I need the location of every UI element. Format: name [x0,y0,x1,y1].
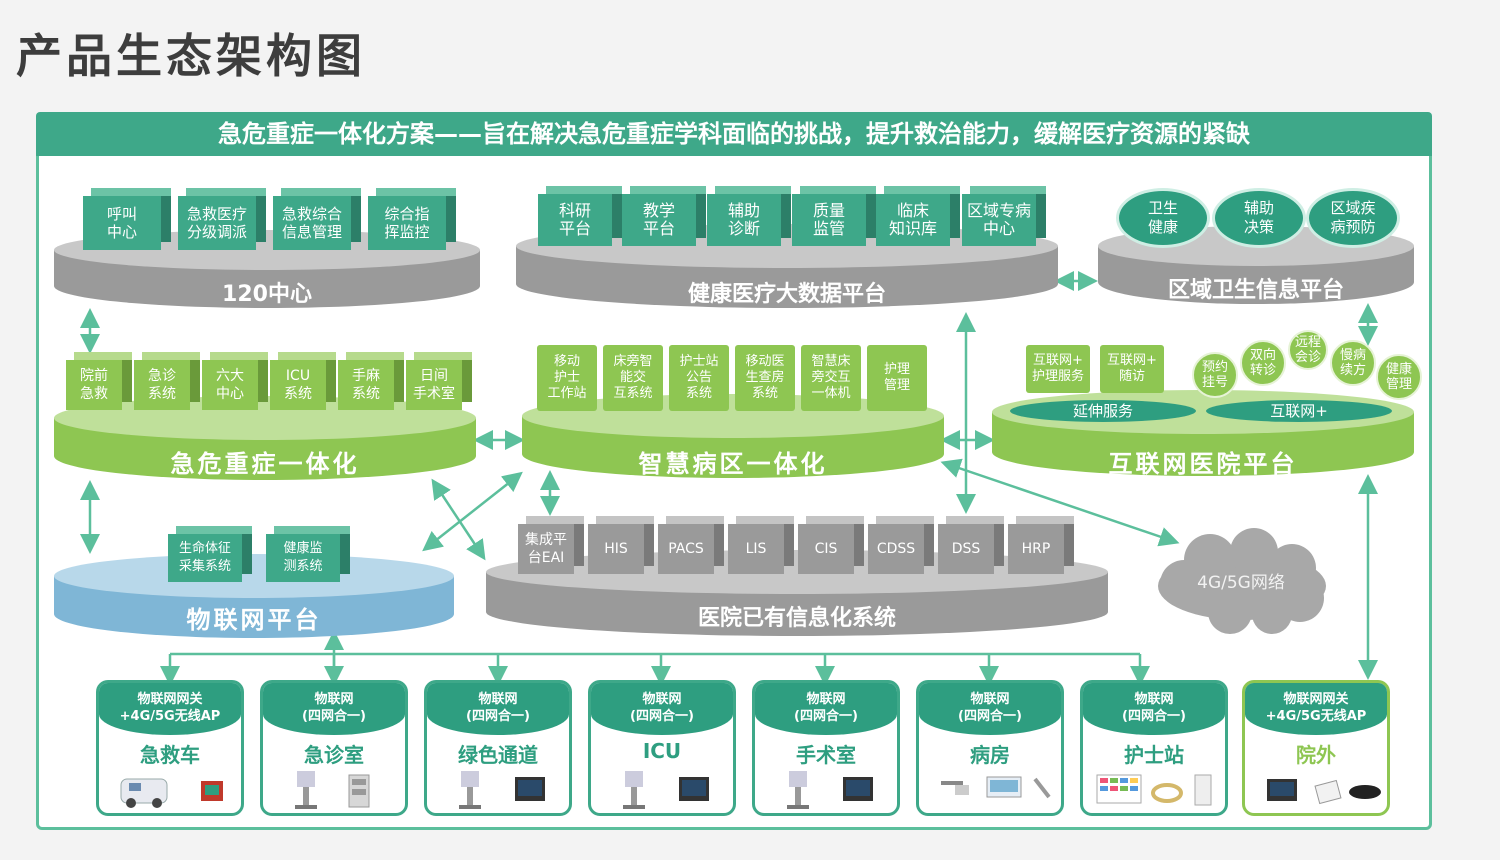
card-header: 物联网 (四网合一) [1083,683,1225,735]
regional-label: 区域卫生信息平台 [1167,278,1344,303]
anesthesia-machine-icon [787,771,873,809]
wearable-devices-icon [1267,779,1381,805]
tile-mobile-nurse: 移动 护士 工作站 [537,345,597,411]
card-surgery: 物联网 (四网合一) 手术室 [752,680,900,816]
card-green-channel: 物联网 (四网合一) 绿色通道 [424,680,572,816]
circle-health: 卫生 健康 [1116,188,1210,248]
cube-cdss: CDSS [868,516,934,574]
center120-label: 120中心 [222,282,312,307]
cube-cis: CIS [798,516,864,574]
cube-hrp: HRP [1008,516,1074,574]
circle-referral: 双向 转诊 [1240,340,1286,386]
card-name: 绿色通道 [458,743,538,767]
card-outside-hospital: 物联网网关 +4G/5G无线AP 院外 [1242,680,1390,816]
card-header: 物联网网关 +4G/5G无线AP [1245,683,1387,735]
cube-vital-signs: 生命体征 采集系统 [168,526,252,582]
tile-internet-followup: 互联网+ 随访 [1100,345,1164,393]
card-header: 物联网网关 +4G/5G无线AP [99,683,241,735]
iot-platform [54,554,454,638]
card-name: 病房 [970,743,1010,767]
cube-eai: 集成平 台EAI [518,516,584,574]
card-header: 物联网 (四网合一) [263,683,405,735]
cloud-label: 4G/5G网络 [1197,573,1285,593]
cloud-icon [1158,528,1326,634]
ward-label: 智慧病区一体化 [638,450,828,478]
card-icu: 物联网 (四网合一) ICU [588,680,736,816]
circle-prevention: 区域疾 病预防 [1306,188,1400,248]
tile-bedside-interaction: 床旁智 能交 互系统 [603,345,663,411]
cube-lis: LIS [728,516,794,574]
cube-anesthesia: 手麻 系统 [338,352,404,410]
card-name: ICU [642,739,682,763]
critical-label: 急危重症一体化 [170,450,360,478]
cube-six-centers: 六大 中心 [202,352,268,410]
card-name: 手术室 [796,743,856,767]
pill-extended-service: 延伸服务 [1010,400,1196,422]
cube-icu-system: ICU 系统 [270,352,336,410]
cube-health-monitor: 健康监 测系统 [266,526,350,582]
cube-day-surgery: 日间 手术室 [406,352,472,410]
card-header: 物联网 (四网合一) [919,683,1061,735]
cube-prehospital: 院前 急救 [66,352,132,410]
monitor-icon [459,771,545,809]
monitor-icon [623,771,709,809]
circle-health-mgmt: 健康 管理 [1376,354,1422,400]
tile-bedside-terminal: 智慧床 旁交互 一体机 [801,345,861,411]
cube-research: 科研 平台 [538,186,622,246]
ambulance-icon [120,778,223,808]
hospital-label: 医院已有信息化系统 [697,606,896,631]
page-title: 产品生态架构图 [16,29,366,83]
card-ward: 物联网 (四网合一) 病房 [916,680,1064,816]
cube-diagnosis: 辅助 诊断 [707,186,791,246]
pill-internet-plus: 互联网+ [1206,400,1392,422]
tile-mobile-rounds: 移动医 生查房 系统 [735,345,795,411]
bigdata-label: 健康医疗大数据平台 [687,282,886,307]
bedside-devices-icon [941,776,1051,799]
tile-internet-nursing: 互联网+ 护理服务 [1026,345,1090,393]
banner: 急危重症一体化方案——旨在解决急危重症学科面临的挑战，提升救治能力，缓解医疗资源… [36,112,1432,156]
cube-call-center: 呼叫 中心 [83,188,171,250]
cube-his: HIS [588,516,654,574]
circle-chronic-refill: 慢病 续方 [1330,340,1376,386]
iot-label: 物联网平台 [186,606,322,634]
card-name: 院外 [1296,743,1336,767]
tile-nursing-mgmt: 护理 管理 [867,345,927,411]
cube-disease-center: 区域专病 中心 [962,186,1046,246]
nurse-station-devices-icon [1096,774,1212,806]
circle-decision: 辅助 决策 [1212,188,1306,248]
card-header: 物联网 (四网合一) [591,683,733,735]
circle-appointment: 预约 挂号 [1192,352,1238,398]
cube-emergency: 急诊 系统 [134,352,200,410]
cube-pacs: PACS [658,516,724,574]
card-header: 物联网 (四网合一) [427,683,569,735]
cube-quality: 质量 监管 [792,186,876,246]
cube-knowledge: 临床 知识库 [876,186,960,246]
internet-label: 互联网医院平台 [1108,450,1298,478]
card-name: 急救车 [140,743,200,767]
card-name: 护士站 [1124,743,1184,767]
card-header: 物联网 (四网合一) [755,683,897,735]
cube-info-mgmt: 急救综合 信息管理 [273,188,361,250]
tile-nurse-station-notice: 护士站 公告 系统 [669,345,729,411]
ventilator-icon [295,771,370,809]
card-ambulance: 物联网网关 +4G/5G无线AP 急救车 [96,680,244,816]
card-nurse-station: 物联网 (四网合一) 护士站 [1080,680,1228,816]
card-name: 急诊室 [304,743,364,767]
cube-teaching: 教学 平台 [622,186,706,246]
cube-dispatch: 急救医疗 分级调派 [178,188,266,250]
cube-dss: DSS [938,516,1004,574]
cube-command: 综合指 挥监控 [368,188,456,250]
card-er: 物联网 (四网合一) 急诊室 [260,680,408,816]
circle-remote-consult: 远程 会诊 [1288,330,1328,370]
